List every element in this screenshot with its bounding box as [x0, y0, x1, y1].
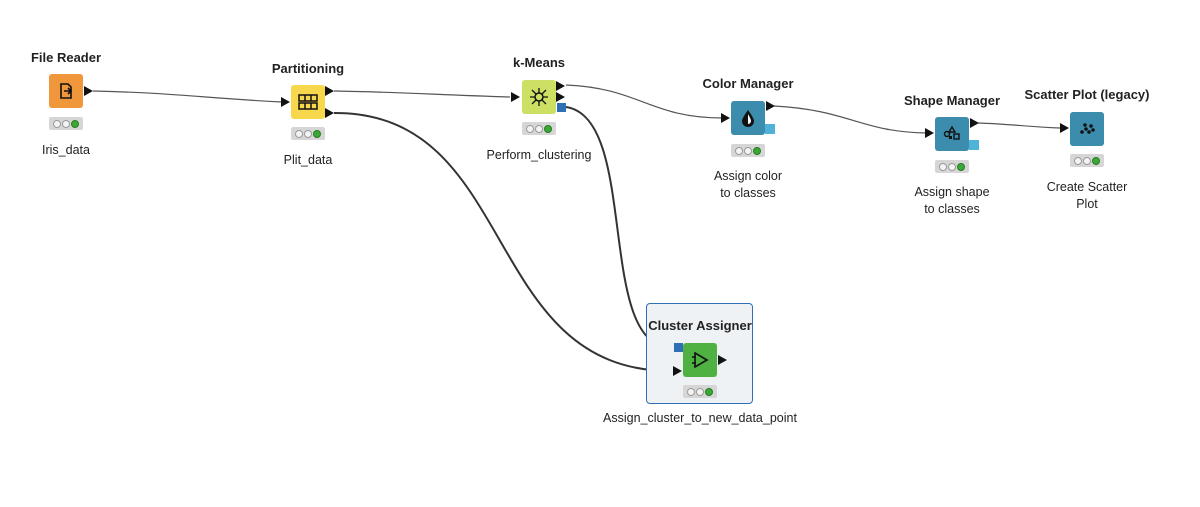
node-title: Shape Manager: [903, 93, 1001, 108]
status-light-yellow: [62, 119, 70, 128]
node-label[interactable]: Assign color to classes: [714, 168, 782, 202]
shape-model-output-port[interactable]: [969, 140, 979, 150]
color-model-output-port[interactable]: [765, 124, 775, 134]
status-light-yellow: [696, 387, 704, 396]
status-light-yellow: [744, 146, 752, 155]
model-output-port[interactable]: [557, 103, 566, 112]
partitioning-icon[interactable]: [291, 85, 325, 119]
node-title: k-Means: [512, 55, 566, 70]
output-port-2[interactable]: [556, 92, 565, 102]
node-title: Partitioning: [271, 61, 345, 76]
status-light-red: [1074, 156, 1082, 165]
node-label[interactable]: Create Scatter Plot: [1047, 179, 1128, 213]
status-light-yellow: [1083, 156, 1091, 165]
node-status-indicator: [522, 122, 556, 135]
color-drop-icon[interactable]: [731, 101, 765, 135]
node-label[interactable]: Assign shape to classes: [914, 184, 989, 218]
status-light-yellow: [948, 162, 956, 171]
status-light-red: [735, 146, 743, 155]
status-light-red: [53, 119, 61, 128]
status-light-red: [939, 162, 947, 171]
node-label[interactable]: Assign_cluster_to_new_data_point: [603, 411, 797, 425]
node-title: Color Manager: [702, 76, 794, 91]
node-status-indicator: [683, 385, 717, 398]
node-label-line-1: Assign color: [713, 169, 783, 183]
status-light-green: [1092, 156, 1100, 165]
output-port[interactable]: [970, 118, 979, 128]
node-title: Cluster Assigner: [648, 318, 752, 333]
cluster-assigner-icon[interactable]: [683, 343, 717, 377]
model-input-port[interactable]: [674, 343, 683, 352]
output-port[interactable]: [718, 355, 727, 365]
status-light-yellow: [535, 124, 543, 133]
input-port[interactable]: [281, 97, 290, 107]
status-light-green: [544, 124, 552, 133]
node-label[interactable]: Perform_clustering: [486, 148, 592, 162]
node-label-line-2: to classes: [720, 186, 776, 200]
node-status-indicator: [291, 127, 325, 140]
node-status-indicator: [731, 144, 765, 157]
status-light-green: [313, 129, 321, 138]
node-title: Scatter Plot (legacy): [1024, 87, 1150, 102]
output-port[interactable]: [84, 86, 93, 96]
connection-partitioning-kmeans[interactable]: [333, 90, 511, 98]
node-label-line-2: to classes: [924, 202, 980, 216]
input-port[interactable]: [1060, 123, 1069, 133]
status-light-red: [526, 124, 534, 133]
node-label-line-1: Create Scatter: [1046, 180, 1128, 194]
status-light-green: [71, 119, 79, 128]
input-port[interactable]: [511, 92, 520, 102]
node-status-indicator: [49, 117, 83, 130]
status-light-green: [705, 387, 713, 396]
status-light-green: [957, 162, 965, 171]
scatter-plot-icon[interactable]: [1070, 112, 1104, 146]
connection-shapemanager-scatterplot[interactable]: [977, 122, 1061, 129]
status-light-red: [295, 129, 303, 138]
input-port[interactable]: [925, 128, 934, 138]
node-label[interactable]: Plit_data: [283, 153, 333, 167]
connection-kmeans-colormanager[interactable]: [565, 84, 724, 119]
node-status-indicator: [1070, 154, 1104, 167]
output-port[interactable]: [766, 101, 775, 111]
output-port-2[interactable]: [325, 108, 334, 118]
shapes-icon[interactable]: [935, 117, 969, 151]
input-port[interactable]: [721, 113, 730, 123]
input-port[interactable]: [673, 366, 682, 376]
status-light-yellow: [304, 129, 312, 138]
node-label[interactable]: Iris_data: [42, 143, 90, 157]
output-port-1[interactable]: [325, 86, 334, 96]
node-title: File Reader: [30, 50, 102, 65]
status-light-green: [753, 146, 761, 155]
connection-filereader-partitioning[interactable]: [92, 90, 283, 103]
file-reader-icon[interactable]: [49, 74, 83, 108]
status-light-red: [687, 387, 695, 396]
node-status-indicator: [935, 160, 969, 173]
output-port-1[interactable]: [556, 81, 565, 91]
kmeans-icon[interactable]: [522, 80, 556, 114]
node-label-line-2: Plot: [1076, 197, 1098, 211]
node-label-line-1: Assign shape: [914, 185, 990, 199]
connection-colormanager-shapemanager[interactable]: [773, 105, 928, 134]
